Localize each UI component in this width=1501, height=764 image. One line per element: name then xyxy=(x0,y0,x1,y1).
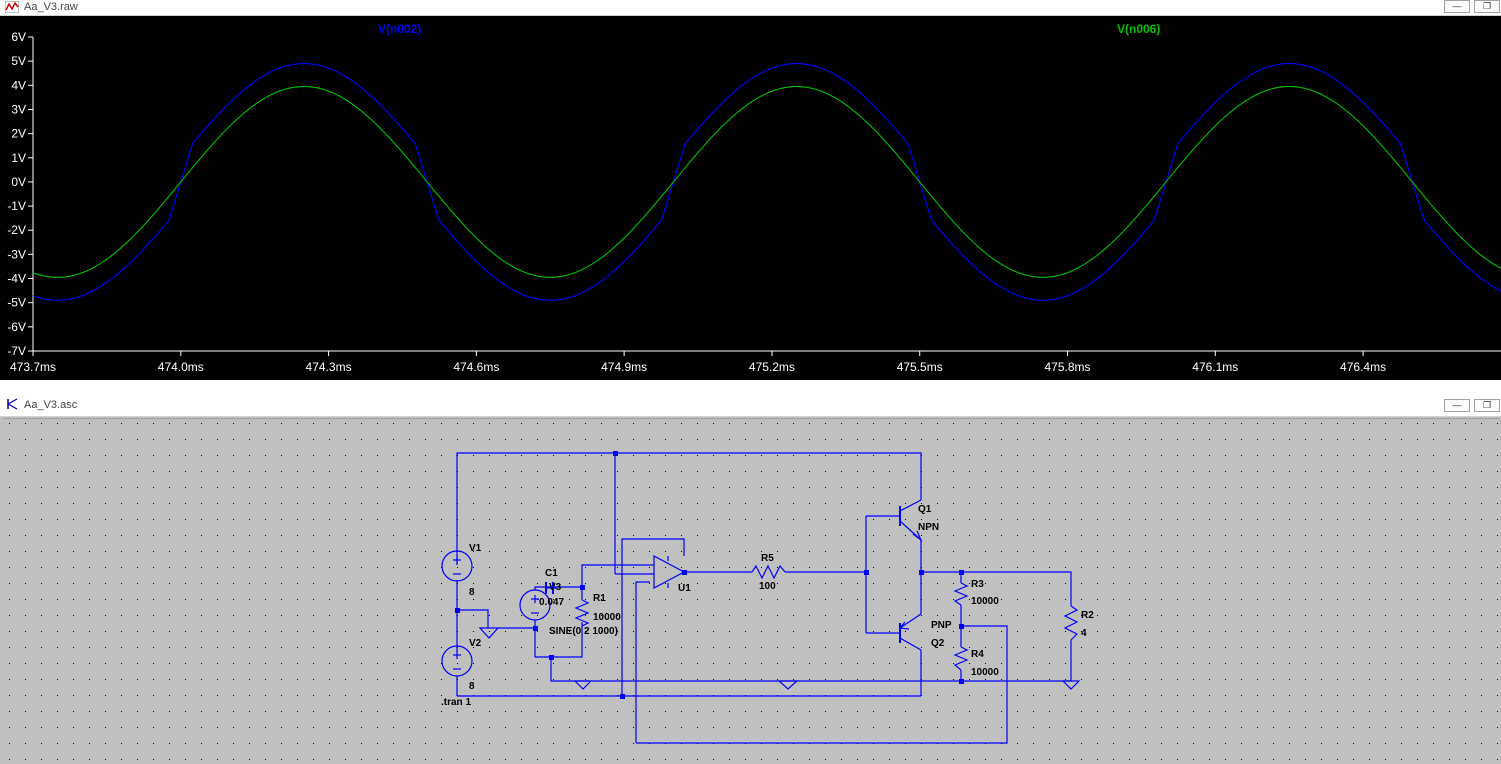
x-tick-label: 474.6ms xyxy=(453,360,499,374)
label-v3-value: SINE(0 2 1000) xyxy=(549,626,618,637)
label-r2-value: 4 xyxy=(1081,628,1087,639)
label-c1-value: 0.047 xyxy=(539,597,564,608)
waveform-plot[interactable]: 6V 5V 4V 3V 2V 1V 0V -1V -2V -3V -4V -5V -6V -7V 473.… xyxy=(0,16,1501,380)
y-tick-label: -7V xyxy=(7,344,26,358)
waveform-titlebar[interactable]: Aa_V3.raw — ❐ xyxy=(0,0,1501,16)
y-tick-label: -4V xyxy=(7,272,26,286)
resistor-r5[interactable] xyxy=(751,564,786,580)
label-q2-type: PNP xyxy=(931,620,952,631)
x-tick-label: 475.5ms xyxy=(897,360,943,374)
opamp-u1[interactable] xyxy=(646,555,686,589)
resistor-r4[interactable] xyxy=(953,646,969,671)
x-tick-label: 474.3ms xyxy=(306,360,352,374)
label-v1-name: V1 xyxy=(469,543,482,554)
ground-symbol xyxy=(777,680,799,690)
waveform-window-title: Aa_V3.raw xyxy=(24,1,78,13)
ground-symbol xyxy=(478,627,500,639)
y-tick-label: -3V xyxy=(7,247,26,261)
y-tick-label: 0V xyxy=(11,175,26,189)
x-tick-label: 475.8ms xyxy=(1044,360,1090,374)
label-v3-name: V3 xyxy=(549,582,562,593)
y-tick-label: 2V xyxy=(11,127,26,141)
x-tick-label: 476.4ms xyxy=(1340,360,1386,374)
y-tick-label: -5V xyxy=(7,296,26,310)
schematic-titlebar[interactable]: Aa_V3.asc — ❐ xyxy=(0,394,1501,417)
trace-label-vn002[interactable]: V(n002) xyxy=(378,22,421,36)
trace-label-vn006[interactable]: V(n006) xyxy=(1117,22,1160,36)
waveform-window-icon xyxy=(5,1,19,13)
waveform-window: Aa_V3.raw — ❐ 6V 5V 4V 3V 2V 1V 0V -1V -2V -3V -4V… xyxy=(0,0,1501,380)
minimize-button[interactable]: — xyxy=(1444,399,1470,412)
transistor-q2-pnp[interactable] xyxy=(898,613,922,651)
label-q1-type: NPN xyxy=(918,522,939,533)
y-tick-label: 5V xyxy=(11,54,26,68)
y-tick-label: -2V xyxy=(7,223,26,237)
y-tick-label: 6V xyxy=(11,30,26,44)
label-r3-value: 10000 xyxy=(971,596,999,607)
label-c1-name: C1 xyxy=(545,568,558,579)
voltage-source-v1[interactable] xyxy=(441,550,473,582)
y-tick-label: -1V xyxy=(7,199,26,213)
label-r5-value: 100 xyxy=(759,581,776,592)
schematic-window-icon xyxy=(7,398,18,410)
schematic-window-title: Aa_V3.asc xyxy=(24,399,78,411)
label-q1-name: Q1 xyxy=(918,504,932,515)
y-tick-label: 4V xyxy=(11,78,26,92)
y-tick-label: -6V xyxy=(7,320,26,334)
wire-top-rail[interactable] xyxy=(456,452,922,565)
trace-vn002[interactable] xyxy=(32,63,1501,301)
label-r4-name: R4 xyxy=(971,649,984,660)
ground-symbol xyxy=(573,680,593,690)
minimize-button[interactable]: — xyxy=(1444,0,1470,13)
resistor-r1[interactable] xyxy=(574,599,590,627)
label-u1-name: U1 xyxy=(678,583,691,594)
capacitor-c1[interactable] xyxy=(545,582,556,594)
trace-vn006[interactable] xyxy=(32,85,1501,278)
voltage-source-v2[interactable] xyxy=(441,645,473,677)
label-r1-value: 10000 xyxy=(593,612,621,623)
ground-symbol xyxy=(1061,680,1081,690)
label-r4-value: 10000 xyxy=(971,667,999,678)
schematic-canvas[interactable]: V1 8 V2 8 C1 V3 0.047 R1 10000 SINE(0 2 … xyxy=(3,418,1501,764)
x-tick-label: 476.1ms xyxy=(1192,360,1238,374)
x-tick-label: 475.2ms xyxy=(749,360,795,374)
x-tick-label: 474.9ms xyxy=(601,360,647,374)
label-v2-name: V2 xyxy=(469,638,482,649)
label-r1-name: R1 xyxy=(593,593,606,604)
spice-directive[interactable]: .tran 1 xyxy=(441,697,471,708)
x-tick-label: 474.0ms xyxy=(158,360,204,374)
y-tick-label: 3V xyxy=(11,102,26,116)
x-tick-label: 473.7ms xyxy=(10,360,56,374)
transistor-q1-npn[interactable] xyxy=(899,499,923,542)
resistor-r2[interactable] xyxy=(1063,605,1079,641)
label-q2-name: Q2 xyxy=(931,638,945,649)
restore-button[interactable]: ❐ xyxy=(1474,399,1500,412)
label-r3-name: R3 xyxy=(971,579,984,590)
y-tick-label: 1V xyxy=(11,151,26,165)
resistor-r3[interactable] xyxy=(953,582,969,606)
schematic-window: Aa_V3.asc — ❐ xyxy=(0,394,1501,764)
label-r2-name: R2 xyxy=(1081,610,1094,621)
restore-button[interactable]: ❐ xyxy=(1474,0,1500,13)
label-v2-value: 8 xyxy=(469,681,475,692)
label-r5-name: R5 xyxy=(761,553,774,564)
voltage-source-v3[interactable] xyxy=(519,589,551,621)
label-v1-value: 8 xyxy=(469,587,475,598)
